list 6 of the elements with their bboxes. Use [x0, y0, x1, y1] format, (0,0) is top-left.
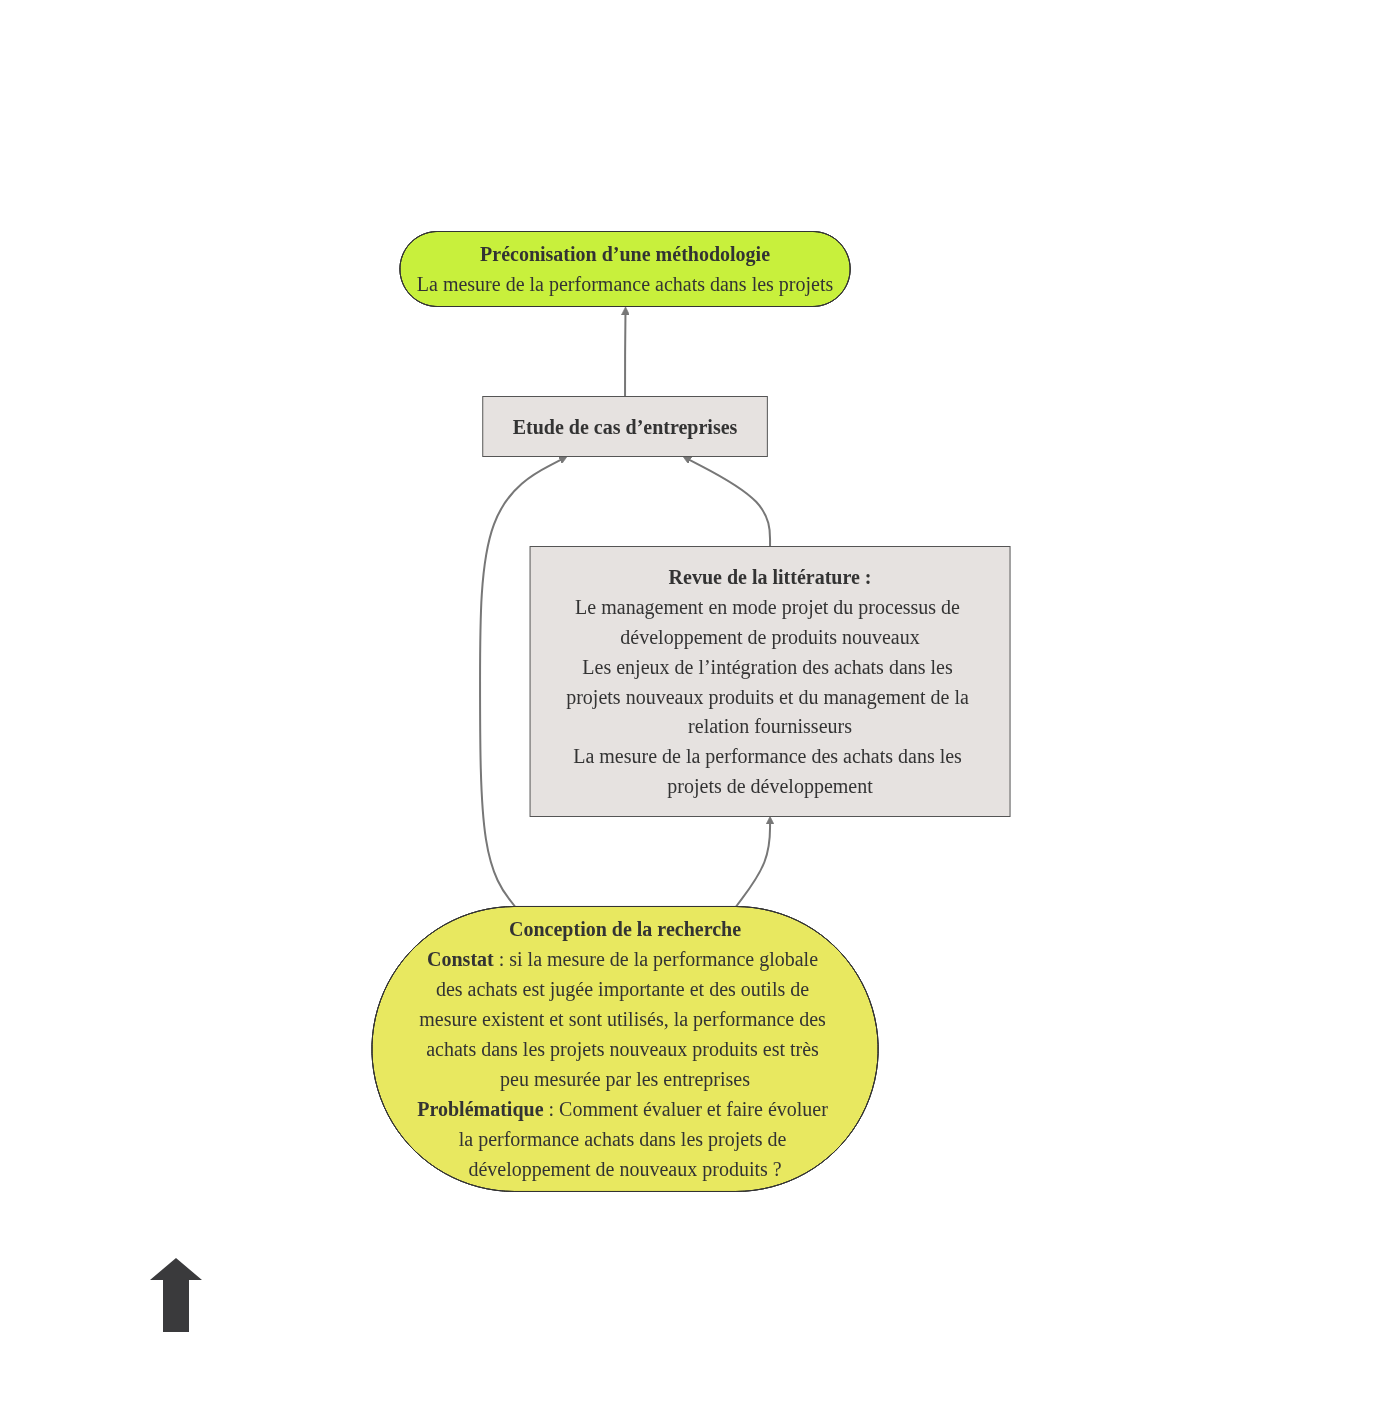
arrow — [735, 816, 775, 908]
node-box: Etude de cas d’entreprises — [482, 396, 769, 457]
arrow — [621, 306, 631, 398]
node-box: Revue de la littérature : Le management en mode projet du processus de développement de produits nouveaux Les enjeux de l’intégration des achats dans les projets nouveaux produits et du management de la relation fournisseurs La mesure de la performance des achats dans les projets de développement — [530, 546, 1011, 817]
arrow — [683, 456, 772, 548]
arrow — [479, 456, 568, 908]
